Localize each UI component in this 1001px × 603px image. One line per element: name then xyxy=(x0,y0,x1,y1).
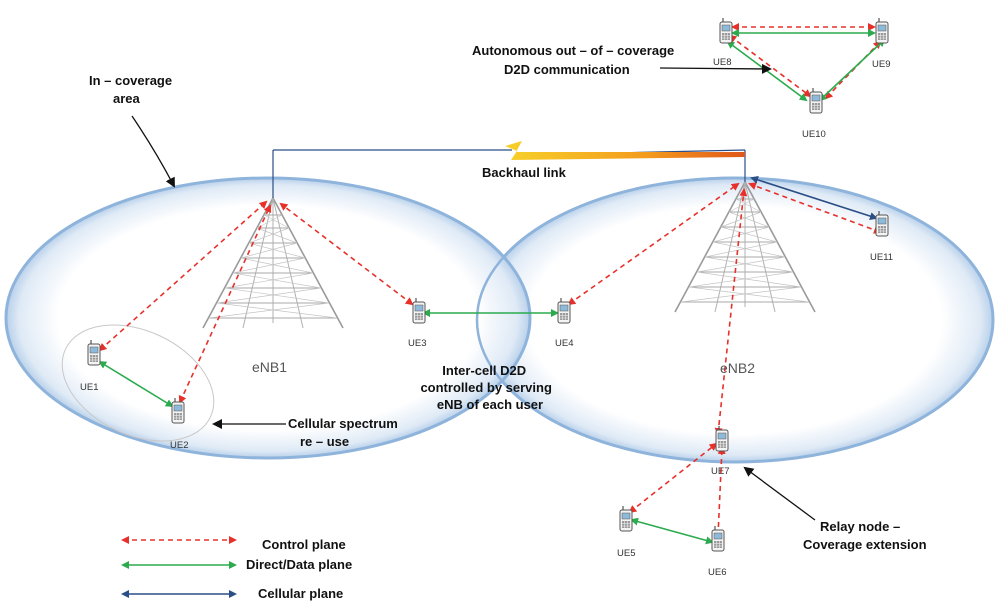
ue1-device-icon xyxy=(87,339,101,366)
ue3-label: UE3 xyxy=(408,338,426,349)
ue1-label: UE1 xyxy=(80,382,98,393)
in-coverage-label: In – coverage area xyxy=(89,73,176,106)
control-link-ue8-ue10 xyxy=(728,34,812,98)
ue10-device-icon xyxy=(809,87,823,114)
ue6-device-icon xyxy=(711,525,725,552)
control-link-ue3-enb1 xyxy=(279,202,414,306)
control-link-ue4-enb2 xyxy=(567,182,740,306)
ue10-label: UE10 xyxy=(802,129,826,140)
ue4-device-icon xyxy=(557,297,571,324)
ue5-device-icon xyxy=(619,505,633,532)
autonomous-label: Autonomous out – of – coverage D2D commu… xyxy=(472,43,678,77)
direct-link-ue5-ue6 xyxy=(630,517,714,545)
ue8-device-icon xyxy=(719,17,733,44)
direct-link-ue8-ue10 xyxy=(726,40,808,102)
cell-enb2-outline-overlap xyxy=(475,176,995,464)
legend-cellular-label: Cellular plane xyxy=(258,586,343,601)
cellular-link-ue11-enb2 xyxy=(750,176,878,220)
legend: Control plane Direct/Data plane Cellular… xyxy=(121,536,352,601)
ue7-label: UE7 xyxy=(711,466,729,477)
ue11-device-icon xyxy=(875,210,889,237)
control-link-ue7-enb2 xyxy=(714,188,748,436)
ue2-device-icon xyxy=(171,397,185,424)
control-link-ue5-ue7 xyxy=(628,442,718,514)
cell-enb2-coverage xyxy=(475,176,995,464)
ue5-label: UE5 xyxy=(617,548,635,559)
ue8-label: UE8 xyxy=(713,57,731,68)
autonomous-pointer xyxy=(659,63,772,74)
ue9-device-icon xyxy=(875,17,889,44)
spectrum-reuse-label: Cellular spectrum re – use xyxy=(288,416,401,449)
ue11-label: UE11 xyxy=(870,252,893,263)
direct-link-ue9-ue10 xyxy=(818,38,886,102)
direct-link-ue1-ue2 xyxy=(98,360,174,408)
relay-node-pointer xyxy=(743,466,816,521)
ue2-label: UE2 xyxy=(170,440,188,451)
intercell-label: Inter-cell D2D controlled by serving eNB… xyxy=(420,363,555,412)
ue9-label: UE9 xyxy=(872,59,890,70)
enb2-label: eNB2 xyxy=(720,360,755,376)
in-coverage-pointer xyxy=(131,115,175,188)
legend-control-label: Control plane xyxy=(262,537,346,552)
ue6-label: UE6 xyxy=(708,567,726,578)
ue4-label: UE4 xyxy=(555,338,573,349)
backhaul-bolt-icon xyxy=(505,141,745,160)
backhaul-label: Backhaul link xyxy=(482,165,567,180)
relay-node-label: Relay node – Coverage extension xyxy=(803,519,927,552)
enb1-label: eNB1 xyxy=(252,359,287,375)
ue3-device-icon xyxy=(412,297,426,324)
control-link-ue6-ue7 xyxy=(714,446,726,538)
legend-direct-label: Direct/Data plane xyxy=(246,557,352,572)
ue7-device-icon xyxy=(715,425,729,452)
